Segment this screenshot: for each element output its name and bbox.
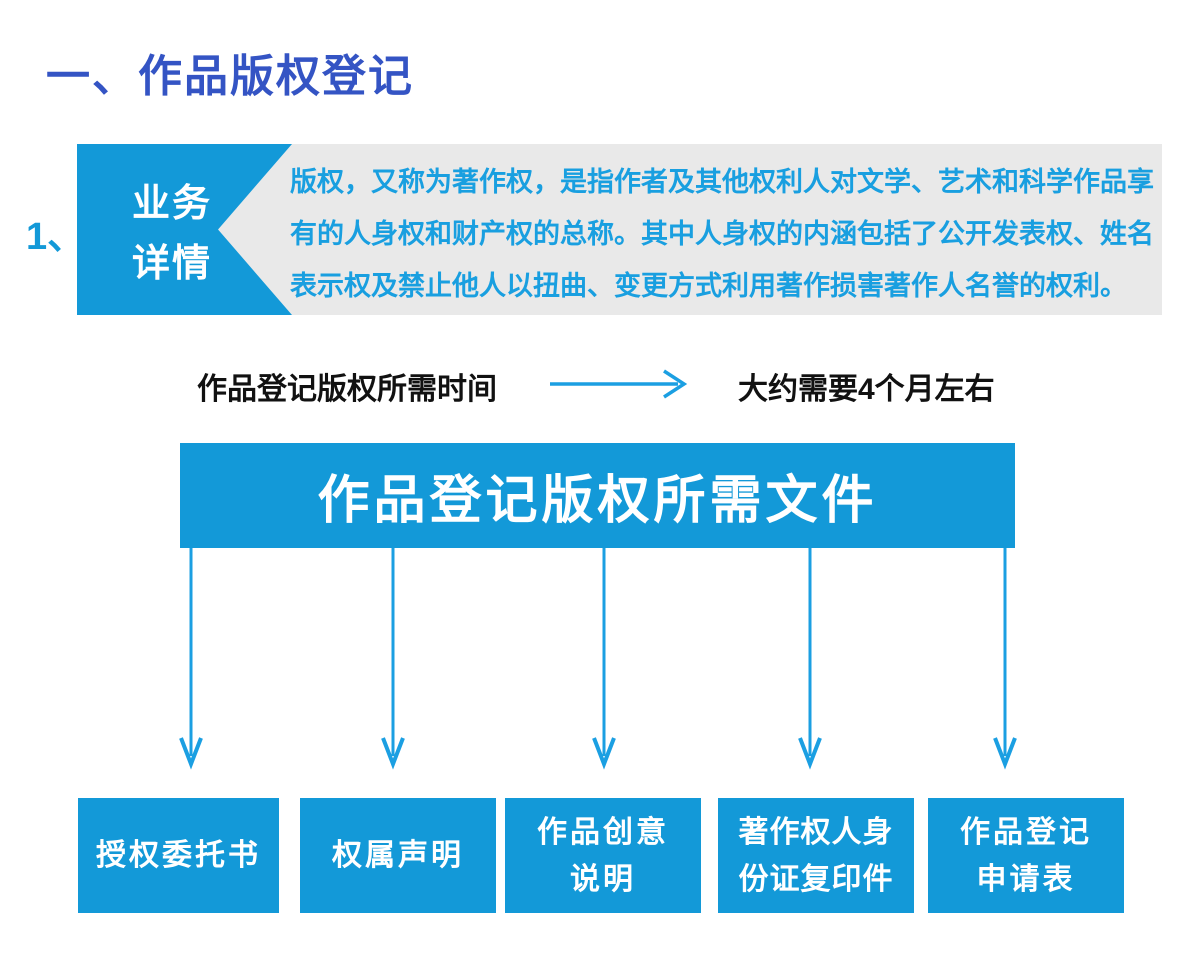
down-arrow-icon bbox=[798, 548, 822, 770]
document-box-label: 著作权人身 bbox=[738, 815, 894, 849]
documents-banner: 作品登记版权所需文件 bbox=[180, 443, 1015, 548]
down-arrow-icon bbox=[381, 548, 405, 770]
business-description-text: 版权，又称为著作权，是指作者及其他权利人对文学、艺术和科学作品享 有的人身权和财… bbox=[290, 156, 1160, 312]
business-tab-label-line1: 业务 bbox=[131, 183, 212, 225]
document-box-application-form: 作品登记 申请表 bbox=[928, 798, 1124, 913]
down-arrow-icon bbox=[592, 548, 616, 770]
down-arrow-icon bbox=[179, 548, 203, 770]
description-line: 版权，又称为著作权，是指作者及其他权利人对文学、艺术和科学作品享 bbox=[290, 167, 1154, 197]
description-line: 表示权及禁止他人以扭曲、变更方式利用著作损害著作人名誉的权利。 bbox=[290, 271, 1127, 301]
document-box-creative-description: 作品创意 说明 bbox=[505, 798, 701, 913]
time-required-label: 作品登记版权所需时间 bbox=[197, 373, 497, 406]
document-box-label: 权属声明 bbox=[332, 839, 464, 872]
document-box-ownership-statement: 权属声明 bbox=[300, 798, 496, 913]
document-box-label: 份证复印件 bbox=[738, 862, 894, 896]
down-arrow-icon bbox=[993, 548, 1017, 770]
document-box-label: 说明 bbox=[570, 862, 636, 896]
section-number: 1、 bbox=[26, 216, 86, 258]
page-title: 一、作品版权登记 bbox=[46, 52, 414, 101]
document-box-label: 作品创意 bbox=[537, 815, 669, 849]
time-required-value: 大约需要4个月左右 bbox=[738, 373, 995, 406]
business-tab-label-line2: 详情 bbox=[131, 243, 212, 285]
document-box-id-copy: 著作权人身 份证复印件 bbox=[718, 798, 914, 913]
business-description-panel bbox=[218, 144, 1162, 315]
business-tab-label: 业务 详情 bbox=[87, 174, 257, 294]
description-line: 有的人身权和财产权的总称。其中人身权的内涵包括了公开发表权、姓名 bbox=[290, 219, 1154, 249]
documents-banner-label: 作品登记版权所需文件 bbox=[317, 472, 878, 530]
document-box-label: 作品登记 bbox=[960, 815, 1092, 849]
right-arrow-icon bbox=[550, 369, 688, 399]
document-box-authorization-letter: 授权委托书 bbox=[78, 798, 279, 913]
document-box-label: 申请表 bbox=[976, 862, 1076, 896]
document-box-label: 授权委托书 bbox=[96, 839, 261, 872]
